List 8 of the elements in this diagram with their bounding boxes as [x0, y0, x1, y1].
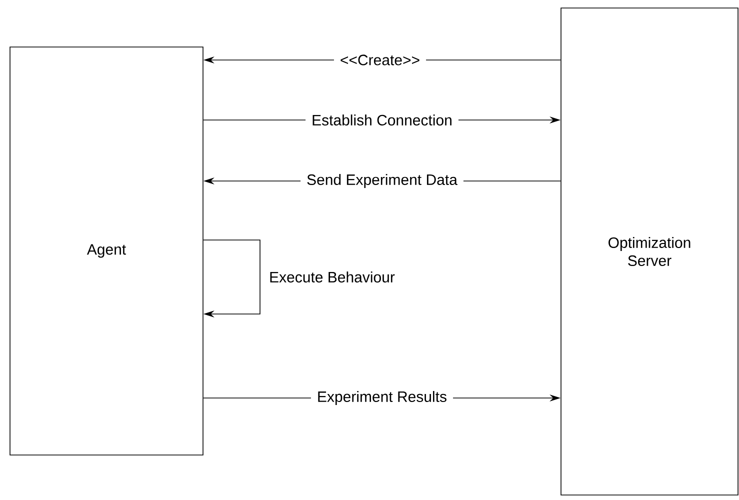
edge-label: Experiment Results: [310, 389, 454, 407]
process-box: Agent: [10, 46, 204, 456]
edge-label: Send Experiment Data: [300, 172, 464, 190]
self-loop-arrow: [203, 240, 260, 318]
edge-label: <<Create>>: [334, 52, 426, 68]
edge-label: Establish Connection: [306, 112, 458, 128]
process-box: Optimization Server: [560, 8, 738, 496]
edge-label: Execute Behaviour: [263, 270, 401, 284]
